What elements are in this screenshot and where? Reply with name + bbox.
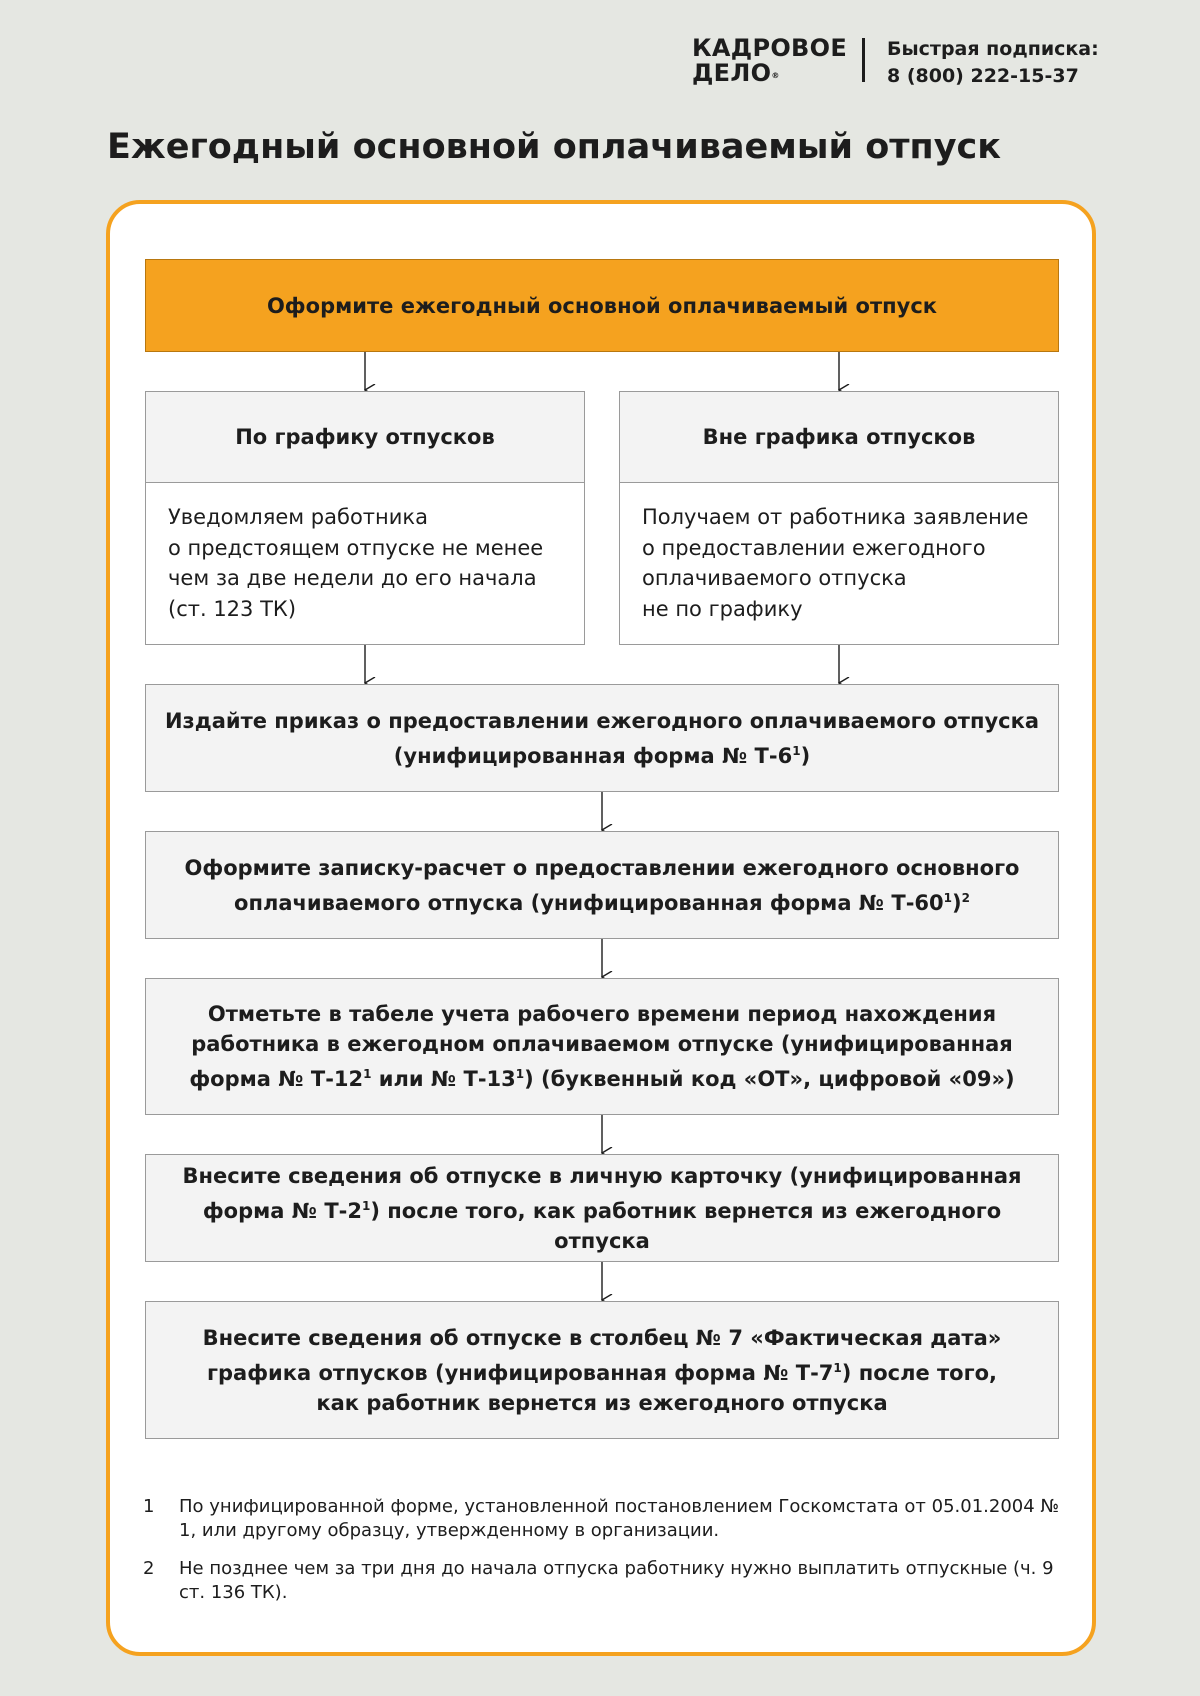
footnote-number: 1 xyxy=(143,1496,155,1517)
step-timesheet-line3c: ) (буквенный код «ОТ», цифровой «09») xyxy=(524,1067,1015,1091)
subscribe-label: Быстрая подписка: xyxy=(887,38,1099,60)
brand-line2: ДЕЛО xyxy=(692,59,772,87)
branch-unscheduled-text: Получаем от работника заявление о предос… xyxy=(642,505,1029,621)
page-title: Ежегодный основной оплачиваемый отпуск xyxy=(107,127,1002,167)
branch-scheduled-title: По графику отпусков xyxy=(146,392,584,483)
brand-registered-mark: ® xyxy=(771,71,780,80)
footnote-number: 2 xyxy=(143,1558,155,1579)
branch-scheduled-text: Уведомляем работника о предстоящем отпус… xyxy=(168,505,544,621)
step-calc-tail: ) xyxy=(952,890,962,915)
step-schedule-line2a: графика отпусков (унифицированная форма … xyxy=(207,1360,834,1385)
step-order-box: Издайте приказ о предоставлении ежегодно… xyxy=(145,684,1059,792)
footnote-item: 2 Не позднее чем за три дня до начала от… xyxy=(143,1557,1063,1605)
footnote-ref: 1 xyxy=(362,1198,371,1213)
step-order-line1: Издайте приказ о предоставлении ежегодно… xyxy=(164,708,1040,733)
step-calc-line2: оплачиваемого отпуска (унифицированная ф… xyxy=(234,890,944,915)
branch-unscheduled: Вне графика отпусков Получаем от работни… xyxy=(619,391,1059,645)
step-timesheet-line2: работника в ежегодном оплачиваемом отпус… xyxy=(191,1032,1013,1056)
step-calc-box: Оформите записку-расчет о предоставлении… xyxy=(145,831,1059,939)
step-order-line2: (унифицированная форма № Т-6 xyxy=(393,743,793,768)
branch-scheduled: По графику отпусков Уведомляем работника… xyxy=(145,391,585,645)
start-text: Оформите ежегодный основной оплачиваемый… xyxy=(266,293,938,318)
step-timesheet-box: Отметьте в табеле учета рабочего времени… xyxy=(145,978,1059,1115)
brand-line1: КАДРОВОЕ xyxy=(692,34,848,62)
step-timesheet-line3a: форма № Т-12 xyxy=(189,1067,364,1091)
footnote-text: Не позднее чем за три дня до начала отпу… xyxy=(179,1558,1054,1603)
step-schedule-line1: Внесите сведения об отпуске в столбец № … xyxy=(202,1325,1002,1350)
step-card-line1: Внесите сведения об отпуске в личную кар… xyxy=(182,1163,1022,1188)
footnote-ref: 1 xyxy=(363,1067,372,1081)
branch-unscheduled-title: Вне графика отпусков xyxy=(620,392,1058,483)
step-timesheet-line1: Отметьте в табеле учета рабочего времени… xyxy=(207,1002,997,1026)
footnote-ref: 1 xyxy=(792,743,801,758)
step-schedule-line2b: ) после того, xyxy=(841,1360,997,1385)
footnote-ref: 1 xyxy=(833,1360,842,1375)
step-card-line2a: форма № Т-2 xyxy=(202,1198,362,1223)
brand-divider xyxy=(862,38,865,82)
brand-logo: КАДРОВОЕ ДЕЛО® xyxy=(692,36,852,86)
step-card-line2b: ) после того, как работник вернется из е… xyxy=(370,1198,1002,1253)
step-schedule-box: Внесите сведения об отпуске в столбец № … xyxy=(145,1301,1059,1439)
footnotes: 1 По унифицированной форме, установленно… xyxy=(143,1495,1063,1619)
subscribe-phone[interactable]: 8 (800) 222-15-37 xyxy=(887,65,1079,87)
step-order-tail: ) xyxy=(800,743,811,768)
footnote-ref: 1 xyxy=(943,890,953,905)
step-calc-line1: Оформите записку-расчет о предоставлении… xyxy=(184,855,1020,880)
step-schedule-line3: как работник вернется из ежегодного отпу… xyxy=(316,1390,888,1415)
step-card-box: Внесите сведения об отпуске в личную кар… xyxy=(145,1154,1059,1262)
footnote-ref-2: 2 xyxy=(961,890,970,905)
step-timesheet-line3b: или № Т-13 xyxy=(371,1067,516,1091)
start-box: Оформите ежегодный основной оплачиваемый… xyxy=(145,259,1059,352)
footnote-text: По унифицированной форме, установленной … xyxy=(179,1496,1060,1541)
footnote-ref: 1 xyxy=(515,1067,525,1081)
footnote-item: 1 По унифицированной форме, установленно… xyxy=(143,1495,1063,1543)
subscribe-block: Быстрая подписка: 8 (800) 222-15-37 xyxy=(887,36,1099,90)
